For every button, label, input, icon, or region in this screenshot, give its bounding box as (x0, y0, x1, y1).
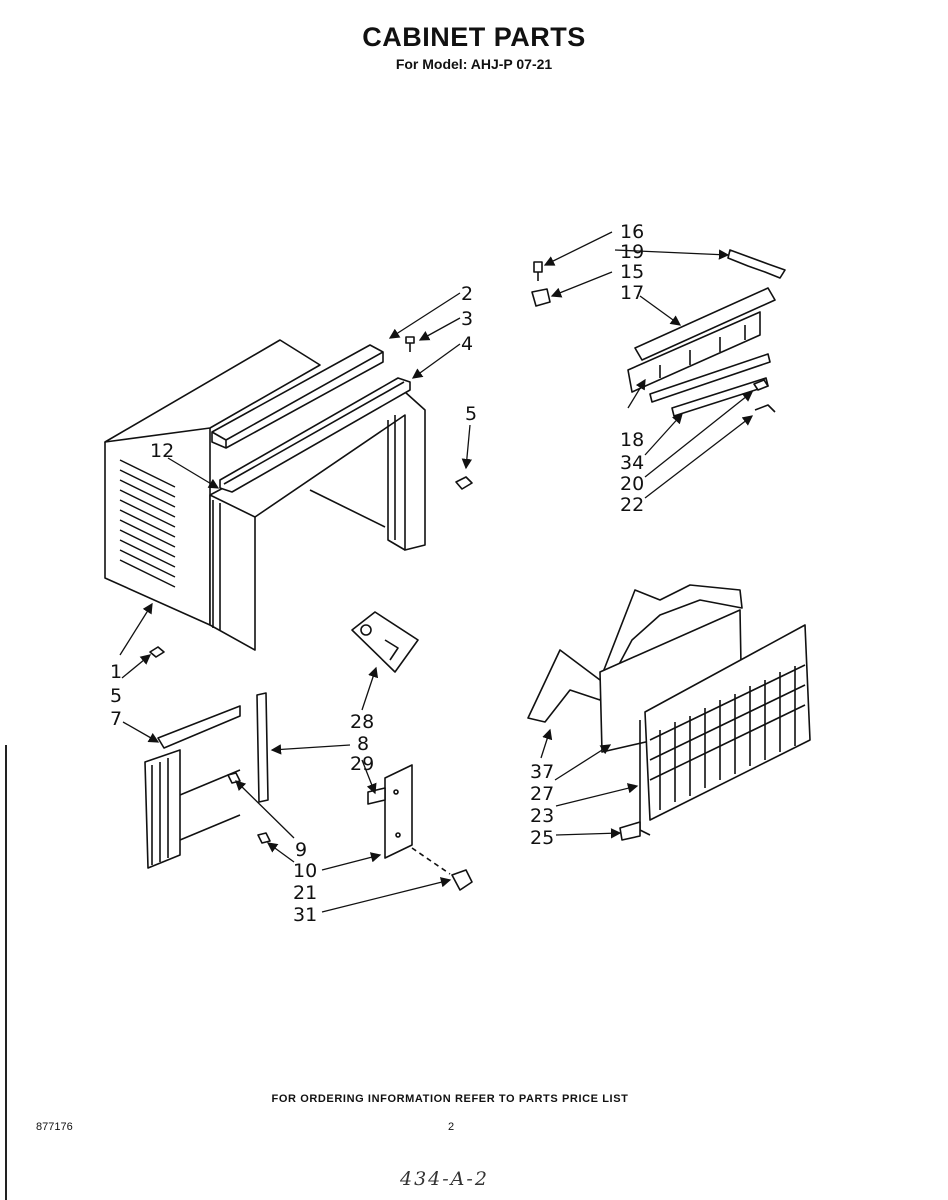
callout-21: 21 (293, 882, 317, 904)
screw-part-31 (451, 869, 473, 891)
callout-19: 19 (620, 241, 644, 263)
callout-15: 15 (620, 261, 644, 283)
damper-assembly (531, 249, 786, 417)
callout-29: 29 (350, 753, 374, 775)
callout-25: 25 (530, 827, 554, 849)
handwritten-note: 434-A-2 (400, 1168, 489, 1190)
callout-28: 28 (350, 711, 374, 733)
callout-2: 2 (461, 283, 473, 305)
cabinet-wrapper (104, 339, 426, 651)
model-subtitle: For Model: AHJ-P 07-21 (395, 56, 553, 72)
page-title: CABINET PARTS (362, 22, 586, 52)
margin-rule (5, 745, 7, 1200)
page-number: 2 (448, 1121, 455, 1133)
document-number: 877176 (36, 1121, 73, 1133)
callout-22: 22 (620, 494, 644, 516)
front-grille-assembly (527, 584, 811, 841)
top-rail-part-2 (211, 344, 384, 449)
callout-4: 4 (461, 333, 473, 355)
callout-37: 37 (530, 761, 554, 783)
screw-part-5-upper (455, 476, 473, 490)
callout-7: 7 (110, 708, 122, 730)
callout-23: 23 (530, 805, 554, 827)
channel-part-4 (219, 377, 411, 493)
callout-17: 17 (620, 282, 644, 304)
support-bracket-part-28 (351, 611, 419, 673)
callout-5-lower: 5 (110, 685, 122, 707)
callout-27: 27 (530, 783, 554, 805)
callout-16: 16 (620, 221, 644, 243)
callout-9: 9 (295, 839, 307, 861)
callout-20: 20 (620, 473, 644, 495)
callout-3: 3 (461, 308, 473, 330)
callout-31: 31 (293, 904, 317, 926)
callout-5-upper: 5 (465, 403, 477, 425)
callout-10: 10 (293, 860, 317, 882)
callout-1: 1 (110, 661, 122, 683)
side-curtain-panel (144, 692, 271, 869)
callout-12: 12 (150, 440, 174, 462)
callout-34: 34 (620, 452, 644, 474)
callout-18: 18 (620, 429, 644, 451)
screw-part-3 (405, 336, 415, 352)
callout-8: 8 (357, 733, 369, 755)
screw-part-5-lower (149, 646, 165, 658)
mounting-plate-part-21 (367, 764, 413, 859)
ordering-info-note: FOR ORDERING INFORMATION REFER TO PARTS … (271, 1093, 629, 1105)
